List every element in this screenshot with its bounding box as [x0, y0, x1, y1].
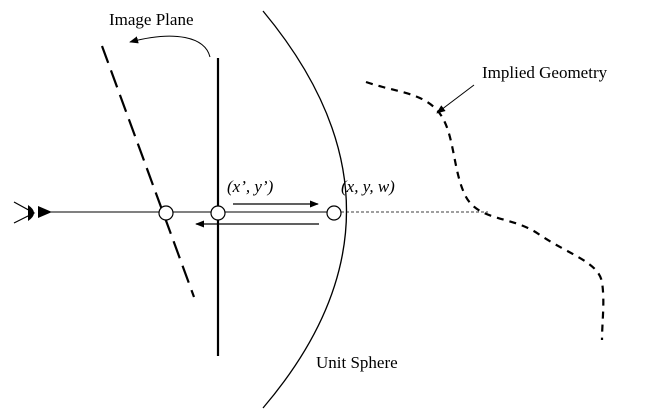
implied-geometry-label: Implied Geometry — [482, 63, 608, 82]
image-plane-label: Image Plane — [109, 10, 194, 29]
rotation-arrow — [129, 35, 211, 58]
image-coords-label: (x’, y’) — [227, 177, 274, 196]
tilted-image-plane — [100, 45, 196, 298]
unit-sphere-arc — [262, 10, 348, 409]
tilted-plane-point — [158, 205, 174, 221]
sphere-coords-label: (x, y, w) — [341, 177, 395, 196]
unit-sphere-label: Unit Sphere — [316, 353, 398, 372]
image-plane-point — [210, 205, 226, 221]
sphere-point — [326, 205, 342, 221]
implied-geometry-curve — [365, 80, 605, 341]
eye-icon — [13, 201, 36, 224]
geometry-pointer-arrow — [436, 84, 475, 114]
